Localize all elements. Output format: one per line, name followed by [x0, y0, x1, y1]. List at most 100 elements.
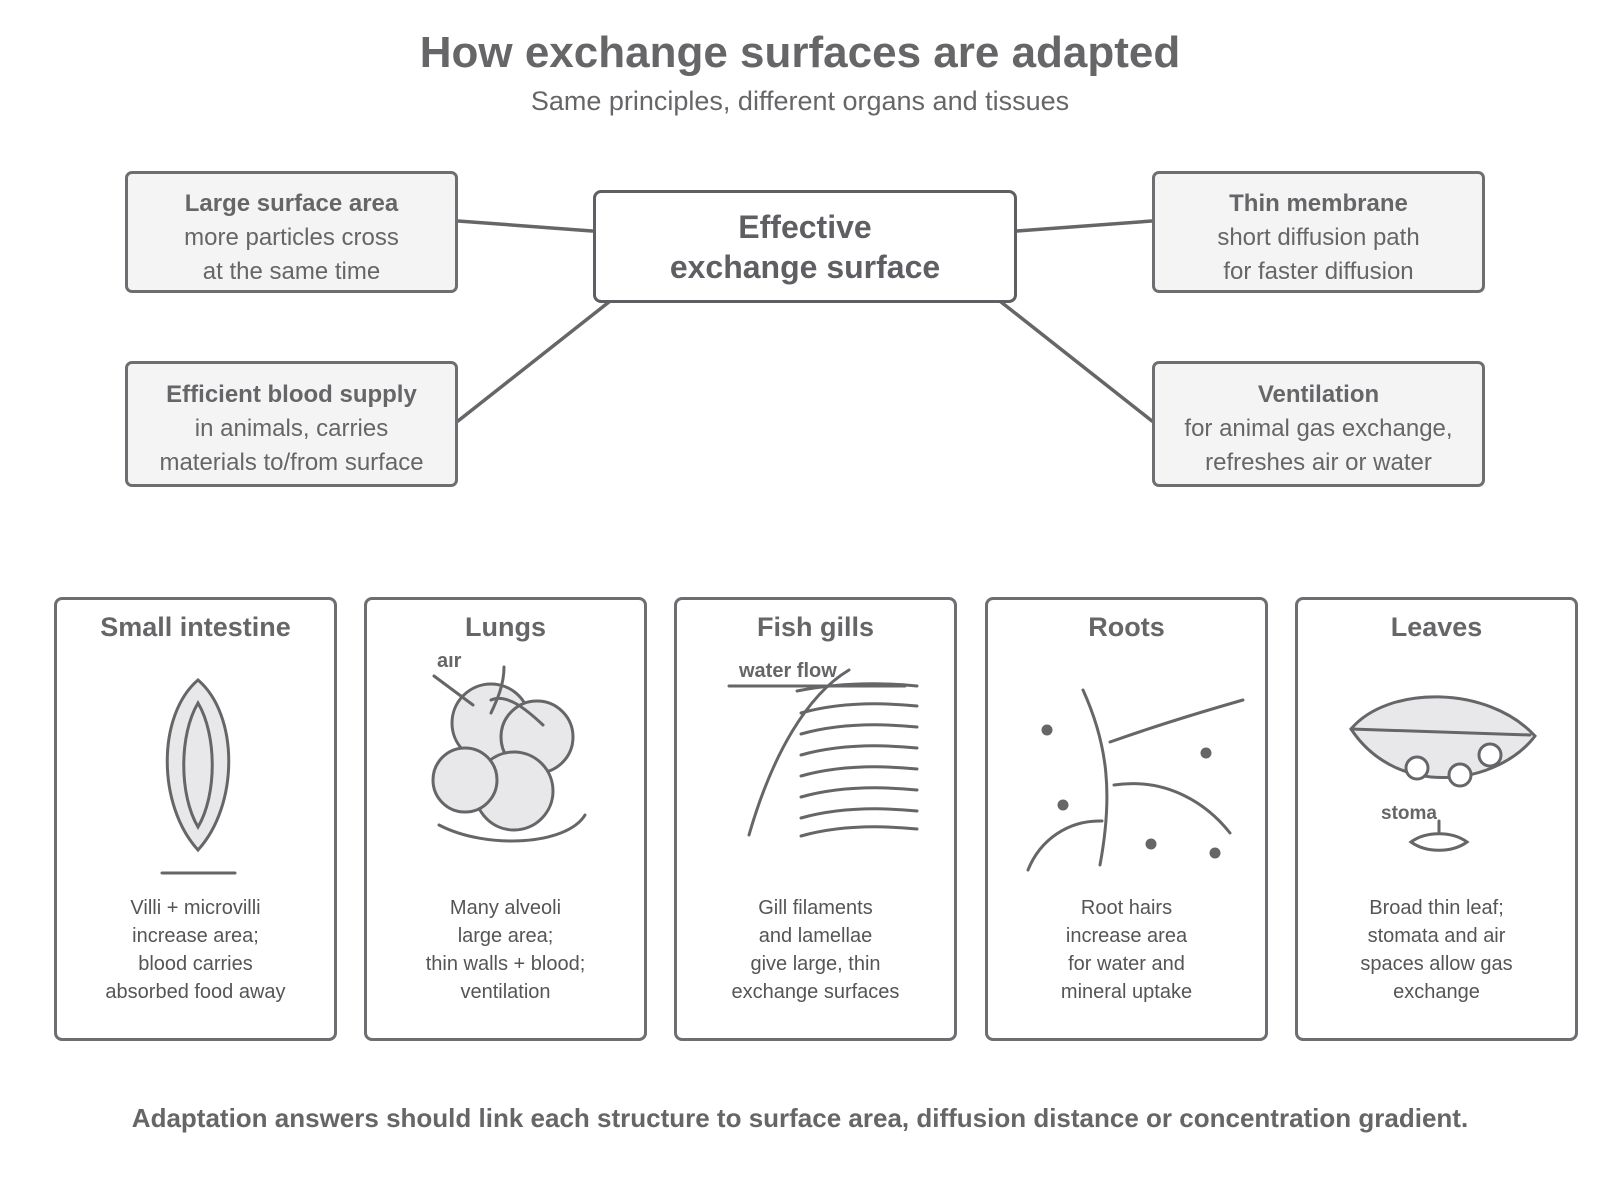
card-line: absorbed food away: [105, 981, 286, 1003]
capillary-curve: [437, 813, 587, 843]
connector-thin-membrane: [1015, 219, 1154, 233]
villus-icon: [160, 678, 237, 875]
principle-heading: Thin membrane: [1229, 190, 1408, 217]
card-line: blood carries: [138, 953, 253, 975]
root-hair: [1112, 782, 1232, 835]
air-space: [1404, 755, 1430, 781]
card-line: stomata and air: [1367, 925, 1506, 947]
card-description: Broad thin leaf; stomata and air spaces …: [1298, 894, 1575, 1006]
card-leaves: Leaves stoma Broad thin leaf; stomata an…: [1295, 597, 1578, 1041]
principle-detail: refreshes air or water: [1205, 449, 1432, 476]
airway-branch: [432, 674, 475, 707]
soil-particle: [1209, 847, 1221, 859]
card-title: Lungs: [465, 612, 546, 642]
center-line: exchange surface: [669, 249, 941, 285]
leaf-outline: [1349, 695, 1537, 779]
center-node: Effective exchange surface: [593, 190, 1017, 303]
card-line: Many alveoli: [449, 897, 562, 919]
gill-lamella: [799, 765, 919, 778]
root-hair-icon: [1026, 688, 1245, 872]
villus-outline: [165, 678, 231, 853]
card-line: ventilation: [460, 981, 551, 1003]
card-description: Villi + microvilli increase area; blood …: [57, 894, 334, 1006]
card-description: Root hairs increase area for water and m…: [988, 894, 1265, 1006]
soil-particle: [1057, 799, 1069, 811]
card-lungs: Lungs air Many alveoli large area; thin …: [364, 597, 647, 1041]
card-line: give large, thin: [750, 953, 881, 975]
gill-icon: water flow: [727, 660, 919, 838]
card-line: mineral uptake: [1060, 981, 1193, 1003]
gill-lamella: [799, 744, 919, 757]
card-title: Roots: [1088, 612, 1165, 642]
principle-thin-membrane: Thin membrane short diffusion path for f…: [1152, 171, 1485, 293]
principle-blood-supply: Efficient blood supply in animals, carri…: [125, 361, 458, 487]
card-line: increase area: [1065, 925, 1188, 947]
principle-detail: materials to/from surface: [159, 449, 424, 476]
gill-lamella: [799, 807, 919, 820]
card-fish-gills: Fish gills water flow Gill filaments and…: [674, 597, 957, 1041]
connector-lines: [456, 219, 1154, 423]
principle-ventilation: Ventilation for animal gas exchange, ref…: [1152, 361, 1485, 487]
principle-heading: Large surface area: [184, 190, 399, 217]
gill-filament: [747, 668, 851, 837]
card-small-intestine: Small intestine Villi + microvilli incre…: [54, 597, 337, 1041]
villus-inner: [182, 700, 214, 830]
principle-detail: in animals, carries: [194, 415, 389, 442]
card-description: Gill filaments and lamellae give large, …: [677, 894, 954, 1006]
card-line: for water and: [1068, 953, 1185, 975]
principle-heading: Efficient blood supply: [166, 381, 417, 408]
card-line: and lamellae: [758, 925, 873, 947]
water-flow-label: water flow: [738, 660, 837, 682]
card-line: increase area;: [132, 925, 259, 947]
diagram-subtitle: Same principles, different organs and ti…: [530, 86, 1070, 116]
airway-branch: [489, 697, 545, 727]
connector-ventilation: [994, 296, 1154, 423]
alveolus: [431, 746, 499, 814]
leaf-icon: stoma: [1349, 695, 1537, 852]
card-title: Fish gills: [756, 612, 875, 642]
air-label: air: [437, 655, 462, 672]
air-space: [1447, 762, 1473, 788]
root-hair: [1026, 819, 1104, 872]
soil-particle: [1200, 747, 1212, 759]
footer-note: Adaptation answers should link each stru…: [131, 1103, 1469, 1133]
principle-large-surface-area: Large surface area more particles cross …: [125, 171, 458, 293]
gill-lamella: [799, 723, 919, 736]
connector-surface-area: [456, 219, 594, 233]
card-title: Leaves: [1390, 612, 1483, 642]
soil-particle: [1041, 724, 1053, 736]
card-line: Gill filaments: [758, 897, 873, 919]
leaf-vein: [1349, 727, 1532, 737]
root-hair: [1108, 698, 1245, 744]
card-line: exchange: [1393, 981, 1480, 1003]
card-line: spaces allow gas: [1360, 953, 1513, 975]
card-line: Broad thin leaf;: [1369, 897, 1504, 919]
stoma-shape: [1408, 832, 1470, 852]
airway-branch: [489, 665, 506, 715]
card-line: large area;: [457, 925, 554, 947]
principle-detail: for faster diffusion: [1223, 258, 1414, 285]
gill-lamella: [795, 682, 919, 693]
card-line: Villi + microvilli: [130, 897, 261, 919]
principle-detail: more particles cross: [184, 224, 399, 251]
principle-heading: Ventilation: [1257, 381, 1380, 408]
card-line: exchange surfaces: [731, 981, 900, 1003]
soil-particle: [1145, 838, 1157, 850]
principle-detail: short diffusion path: [1217, 224, 1420, 251]
card-title: Small intestine: [100, 612, 291, 642]
gill-lamella: [799, 786, 919, 799]
gill-lamella: [799, 825, 919, 838]
alveoli-icon: air: [431, 655, 587, 843]
center-line: Effective: [738, 209, 872, 245]
card-roots: Roots Root hairs increase area for water…: [985, 597, 1268, 1041]
principle-detail: for animal gas exchange,: [1184, 415, 1453, 442]
air-space: [1477, 742, 1503, 768]
card-line: thin walls + blood;: [425, 953, 586, 975]
diagram-title: How exchange surfaces are adapted: [419, 28, 1181, 77]
stoma-label: stoma: [1381, 803, 1437, 824]
card-line: Root hairs: [1080, 897, 1173, 919]
principle-detail: at the same time: [202, 258, 381, 285]
connector-blood-supply: [456, 296, 616, 423]
gill-lamella: [799, 702, 919, 715]
card-description: Many alveoli large area; thin walls + bl…: [367, 894, 644, 1006]
